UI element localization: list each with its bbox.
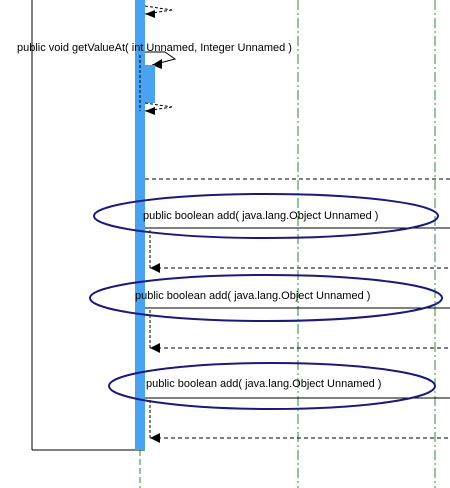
arrowhead <box>145 107 155 115</box>
message-label-add-1: public boolean add( java.lang.Object Unn… <box>143 210 378 222</box>
arrowhead <box>150 343 160 353</box>
message-label-getvalueat: public void getValueAt( int Unnamed, Int… <box>17 42 292 54</box>
arrowhead <box>150 263 160 273</box>
message-label-add-3: public boolean add( java.lang.Object Unn… <box>146 378 381 390</box>
message-label-add-2: public boolean add( java.lang.Object Unn… <box>135 290 370 302</box>
highlight-ellipse-add-3 <box>108 362 436 410</box>
activation-bar-main <box>135 0 145 450</box>
highlight-ellipse-add-1 <box>93 193 439 239</box>
highlight-ellipse-add-2 <box>89 274 443 322</box>
arrowhead <box>152 59 162 69</box>
activation-bar-nested <box>145 65 155 103</box>
arrowhead <box>145 10 155 18</box>
self-call-getvalueat <box>145 51 177 66</box>
arrowhead <box>150 433 160 443</box>
